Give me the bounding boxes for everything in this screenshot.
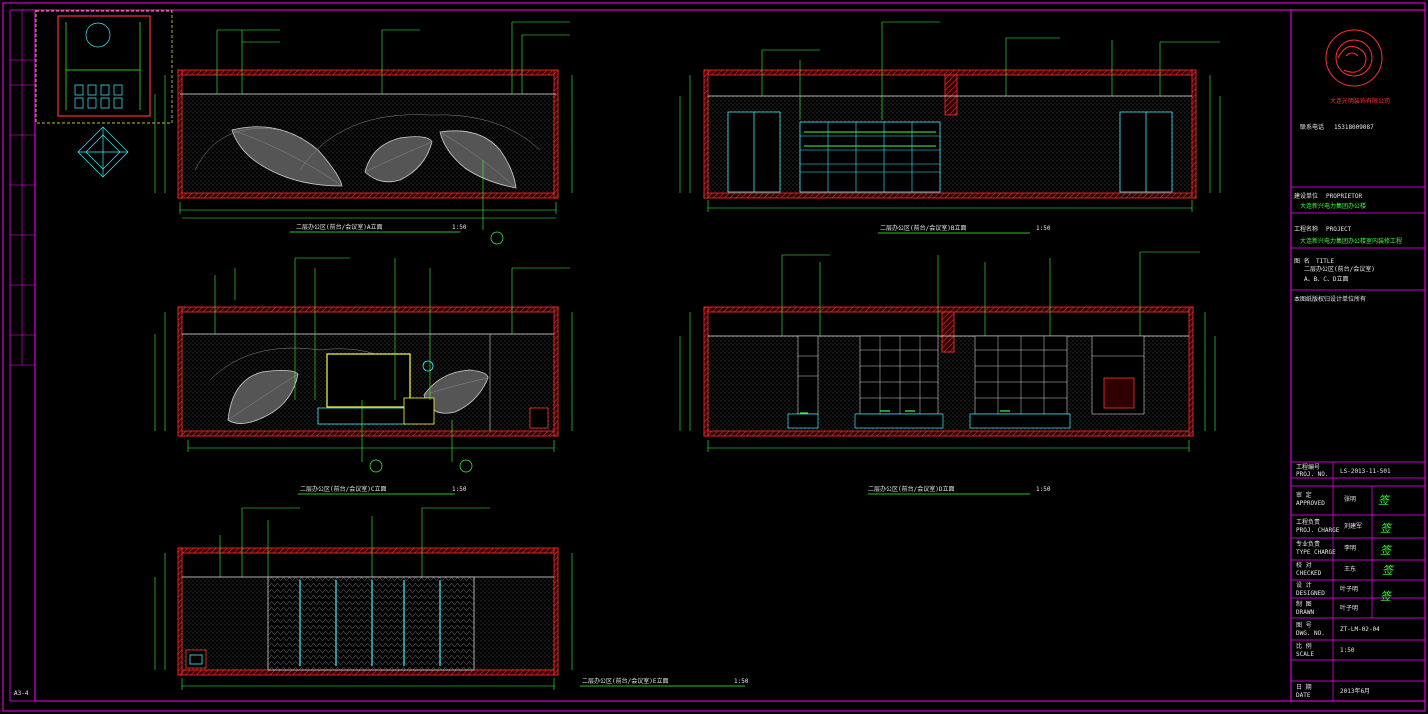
drawn-label: 制 图 xyxy=(1296,601,1312,608)
date-value: 2013年6月 xyxy=(1340,688,1371,695)
type-charge-signature: 签 xyxy=(1380,544,1391,557)
elevation-b-title: 二层办公区(前台/会议室)B立面 xyxy=(880,225,967,232)
proj-charge-label: 工程负责 xyxy=(1296,519,1321,526)
dwg-no: ZT-LM-02-04 xyxy=(1340,626,1380,633)
scale-label: 比 例 xyxy=(1296,643,1312,650)
checked-label: 校 对 xyxy=(1296,562,1312,569)
type-charge-label-en: TYPE CHARGE xyxy=(1296,549,1336,556)
elevation-e xyxy=(154,507,745,690)
elevation-a-title: 二层办公区(前台/会议室)A立面 xyxy=(296,224,383,231)
left-strip-cells xyxy=(10,10,35,366)
copyright-note: 本图纸版权归设计单位所有 xyxy=(1294,296,1367,303)
elevation-d xyxy=(679,251,1216,495)
proj-charge-name: 刘建军 xyxy=(1344,523,1363,530)
client-label-en: PROPRIETOR xyxy=(1326,193,1363,200)
phone-label: 联系电话 xyxy=(1300,124,1325,131)
type-charge-name: 李明 xyxy=(1344,545,1357,552)
proj-charge-label-en: PROJ. CHARGE xyxy=(1296,527,1340,534)
title-block-grid xyxy=(1291,186,1425,701)
approved-name: 张明 xyxy=(1344,496,1357,503)
approved-signature: 签 xyxy=(1378,494,1389,507)
drawn-label-en: DRAWN xyxy=(1296,609,1315,616)
type-charge-label: 专业负责 xyxy=(1296,541,1321,548)
drawing-title-label: 图 名 xyxy=(1294,258,1310,265)
drawn-name: 叶子明 xyxy=(1340,605,1359,612)
date-label-en: DATE xyxy=(1296,692,1311,699)
elevation-d-title: 二层办公区(前台/会议室)D立面 xyxy=(868,486,955,493)
elevation-a-scale: 1:50 xyxy=(452,224,467,231)
company-name: 大连光明装饰有限公司 xyxy=(1330,98,1391,105)
dwg-no-label-en: DWG. NO. xyxy=(1296,630,1325,637)
designed-label: 设 计 xyxy=(1296,582,1312,589)
drawing-subtitle: A、B、C、D立面 xyxy=(1304,276,1349,283)
elevation-c-title: 二层办公区(前台/会议室)C立面 xyxy=(300,486,387,493)
company-logo-icon xyxy=(1325,29,1383,87)
project-label-en: PROJECT xyxy=(1326,226,1352,233)
approved-label: 审 定 xyxy=(1296,492,1312,499)
elevation-c-scale: 1:50 xyxy=(452,486,467,493)
designed-name: 叶子明 xyxy=(1340,586,1359,593)
checked-label-en: CHECKED xyxy=(1296,570,1322,577)
approved-label-en: APPROVED xyxy=(1296,500,1325,507)
client-label: 建设单位 xyxy=(1294,193,1319,200)
elevation-a xyxy=(154,21,573,245)
elevation-e-title: 二层办公区(前台/会议室)E立面 xyxy=(582,678,669,685)
drawing-title: 二层办公区(前台/会议室) xyxy=(1304,266,1375,273)
dwg-no-label: 图 号 xyxy=(1296,622,1312,629)
designed-label-en: DESIGNED xyxy=(1296,590,1325,597)
elevation-c xyxy=(154,257,573,495)
proj-no-label-en: PROJ. NO. xyxy=(1296,471,1329,478)
proj-charge-signature: 签 xyxy=(1380,522,1391,535)
checked-signature: 签 xyxy=(1382,564,1393,577)
client-name: 大连新兴电力集团办公楼 xyxy=(1300,203,1367,210)
scale-label-en: SCALE xyxy=(1296,651,1315,658)
elevation-b xyxy=(679,21,1221,234)
phone-number: 15318009087 xyxy=(1334,124,1374,131)
elevation-d-scale: 1:50 xyxy=(1036,486,1051,493)
elevation-e-scale: 1:50 xyxy=(734,678,749,685)
sheet-number: A3-4 xyxy=(14,690,29,697)
elevation-b-scale: 1:50 xyxy=(1036,225,1051,232)
drawn-signature: 签 xyxy=(1380,590,1391,603)
proj-no-label: 工程编号 xyxy=(1296,464,1321,471)
key-plan xyxy=(35,10,173,178)
drawing-frame xyxy=(34,9,1426,702)
checked-name: 王东 xyxy=(1344,566,1357,573)
scale-value: 1:50 xyxy=(1340,647,1355,654)
project-label: 工程名称 xyxy=(1294,226,1319,233)
date-label: 日 期 xyxy=(1296,684,1312,691)
project-name: 大连新兴电力集团办公楼室内装修工程 xyxy=(1300,238,1403,245)
proj-no: LS-2013-11-501 xyxy=(1340,468,1391,475)
drawing-title-label-en: TITLE xyxy=(1316,258,1335,265)
